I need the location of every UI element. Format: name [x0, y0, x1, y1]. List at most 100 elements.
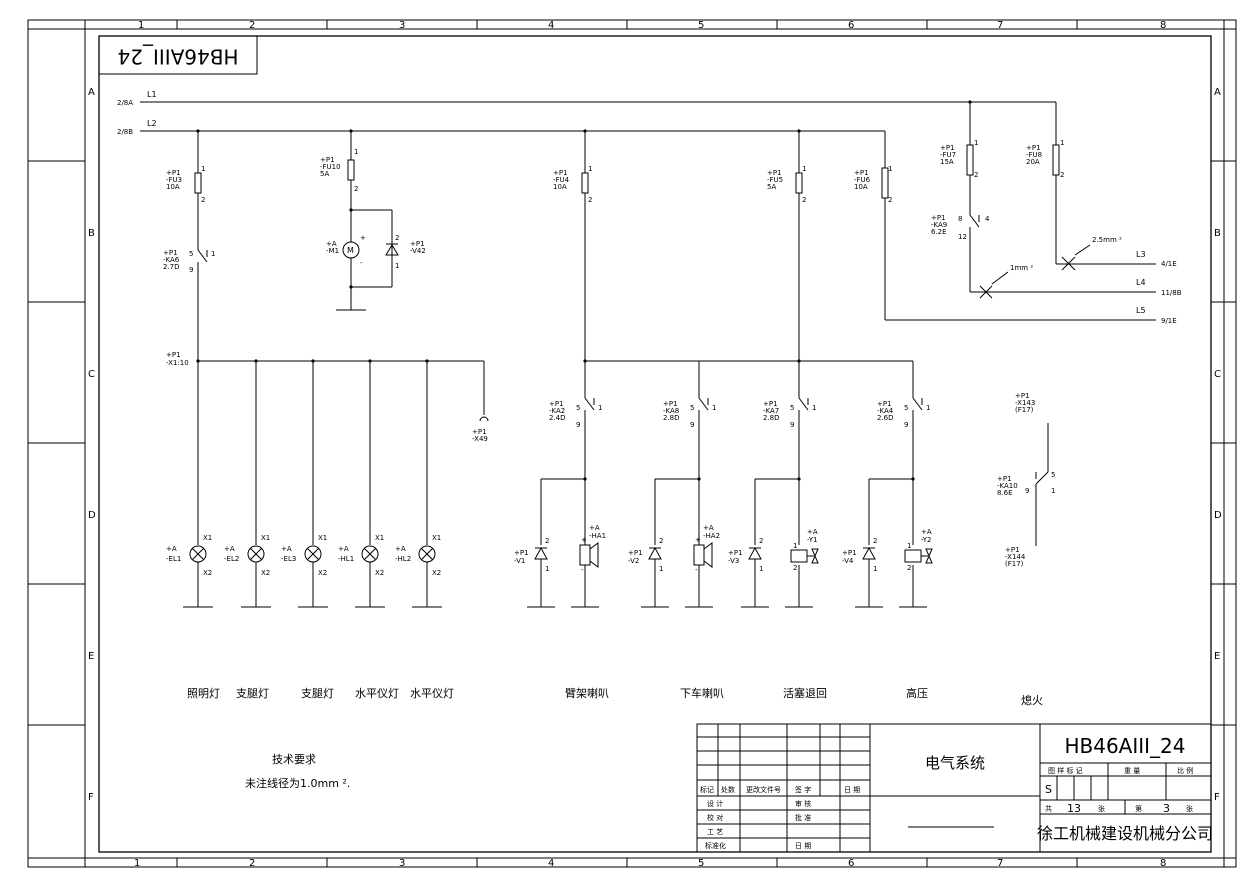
fu6-id: -FU6: [854, 176, 871, 184]
fu8-id: -FU8: [1026, 151, 1042, 159]
notes-title: 技术要求: [272, 753, 316, 766]
grid-col-4: 4: [548, 20, 554, 31]
grid-col-8-b: 8: [1160, 858, 1166, 869]
fu8-prefix: +P1: [1026, 144, 1041, 152]
x49-id: -X49: [472, 435, 488, 443]
grid-col-5-b: 5: [698, 858, 704, 869]
relay-ref: 2.6D: [877, 414, 894, 422]
fuse-fu7: +P1 -FU7 15A 1 2: [940, 139, 978, 179]
relay-pin-a: 5: [904, 404, 908, 412]
ka9-pin-a: 8: [958, 215, 962, 223]
ka10-id: -KA10: [997, 482, 1018, 490]
tb-weight: 重 量: [1124, 767, 1140, 775]
x1-prefix: +P1: [166, 351, 181, 359]
relay-id: -KA8: [663, 407, 679, 415]
fu10-prefix: +P1: [320, 156, 335, 164]
lamp-pin-a: X1: [432, 534, 441, 542]
relay-pin-c: 1: [598, 404, 602, 412]
fu4-rating: 10A: [553, 183, 567, 191]
x144-id: -X144: [1005, 553, 1026, 561]
fuse-fu10: +P1 -FU10 5A 1 2: [320, 131, 358, 238]
fuse-fu5: +P1 -FU5 5A 1 2: [767, 131, 806, 398]
fuse-fu3: +P1 -FU3 10A 1 2: [166, 131, 205, 250]
grid-col-1-b: 1: [134, 858, 140, 869]
grid-row-f-r: F: [1214, 792, 1220, 803]
grid-col-6: 6: [848, 20, 854, 31]
fu8-pin-top: 1: [1060, 139, 1064, 147]
fu5-id: -FU5: [767, 176, 783, 184]
motor-circuit: M +A -M1 + - 2 1 +P1 -V42: [326, 208, 426, 311]
fu6-pin-bot: 2: [888, 196, 892, 204]
lamp-prefix: +A: [395, 545, 406, 553]
grid-rows-right: A B C D E F: [1211, 87, 1236, 803]
circuit-name-3: 支腿灯: [301, 687, 334, 700]
diode-prefix: +P1: [514, 549, 529, 557]
grid-row-a: A: [88, 87, 95, 98]
tb-drawing-name: 电气系统: [925, 754, 985, 772]
relay-id: -KA4: [877, 407, 894, 415]
line-l4-ref: 11/8B: [1161, 289, 1182, 297]
ka10-ref: 8.6E: [997, 489, 1013, 497]
grid-col-8: 8: [1160, 20, 1166, 31]
fu7-pin-bot: 2: [974, 171, 978, 179]
grid-col-6-b: 6: [848, 858, 854, 869]
horn-plus: +: [695, 536, 701, 544]
tb-total-val: 13: [1067, 802, 1081, 815]
v42-pin-a: 2: [395, 234, 399, 242]
relay-pin-b: 9: [690, 421, 694, 429]
circuit-names: 照明灯 支腿灯 支腿灯 水平仪灯 水平仪灯 臂架喇叭 下车喇叭 活塞退回 高压 …: [187, 686, 1043, 707]
fu10-pin-bot: 2: [354, 185, 358, 193]
grid-row-e-r: E: [1214, 651, 1220, 662]
horn-minus: -: [581, 566, 584, 574]
relay-id: -KA2: [549, 407, 565, 415]
bus-l1-label: L1: [147, 90, 157, 99]
relay-ref: 2.8D: [763, 414, 780, 422]
circuit-name-5: 水平仪灯: [410, 687, 454, 700]
x143-prefix: +P1: [1015, 392, 1030, 400]
lamp-id: -EL1: [166, 555, 181, 563]
lamp-pin-b: X2: [203, 569, 212, 577]
ka10-pin-a: 5: [1051, 471, 1055, 479]
lamp-pin-b: X2: [261, 569, 270, 577]
lamp-prefix: +A: [338, 545, 349, 553]
grid-row-d-r: D: [1214, 510, 1222, 521]
tb-company: 徐工机械建设机械分公司: [1037, 824, 1213, 843]
relay-ka9: +P1 -KA9 6.2E 8 12 4: [931, 214, 990, 241]
relay-ref: 2.4D: [549, 414, 566, 422]
diode-pin-a: 2: [659, 537, 663, 545]
line-l5-label: L5: [1136, 306, 1146, 315]
v42-prefix: +P1: [410, 240, 425, 248]
bus-lines: L1 2/8A L2 2/8B: [117, 90, 972, 136]
fu4-prefix: +P1: [553, 169, 568, 177]
title-block: 标记 处数 更改文件号 签 字 日 期 设 计 审 核 校 对 批 准 工 艺 …: [696, 723, 1213, 853]
tb-drawing-no: HB46AIII_24: [1064, 734, 1185, 758]
motor-minus: -: [360, 259, 363, 267]
relay-pin-a: 5: [690, 404, 694, 412]
x144-prefix: +P1: [1005, 546, 1020, 554]
fu3-pin-bot: 2: [201, 196, 205, 204]
diode-prefix: +P1: [628, 549, 643, 557]
fu6-pin-top: 1: [888, 165, 892, 173]
tb-sheet-post: 张: [1186, 804, 1193, 813]
relay-pin-b: 9: [904, 421, 908, 429]
tb-total-pre: 共: [1045, 804, 1052, 813]
lamps-layer: +A-EL1X1X2+A-EL2X1X2+A-EL3X1X2+A-HL1X1X2…: [166, 361, 442, 608]
tb-review: 审 核: [795, 799, 811, 808]
valve-pin-a: 1: [907, 542, 911, 550]
x1-id: -X1:10: [166, 359, 189, 367]
tb-sheet-pre: 第: [1135, 804, 1142, 813]
diode-pin-b: 1: [659, 565, 663, 573]
grid-col-2-b: 2: [249, 858, 255, 869]
grid-row-b-r: B: [1214, 228, 1221, 239]
output-lines: 2.5mm ² L3 4/1E 1mm ² L4 11/8B L5 9/1E: [884, 101, 1182, 325]
horn-id: -HA1: [589, 532, 606, 540]
fu6-prefix: +P1: [854, 169, 869, 177]
fu4-pin-top: 1: [588, 165, 592, 173]
tb-stage: 图 样 标 记: [1048, 766, 1083, 775]
fu7-pin-top: 1: [974, 139, 978, 147]
lamp-pin-b: X2: [432, 569, 441, 577]
